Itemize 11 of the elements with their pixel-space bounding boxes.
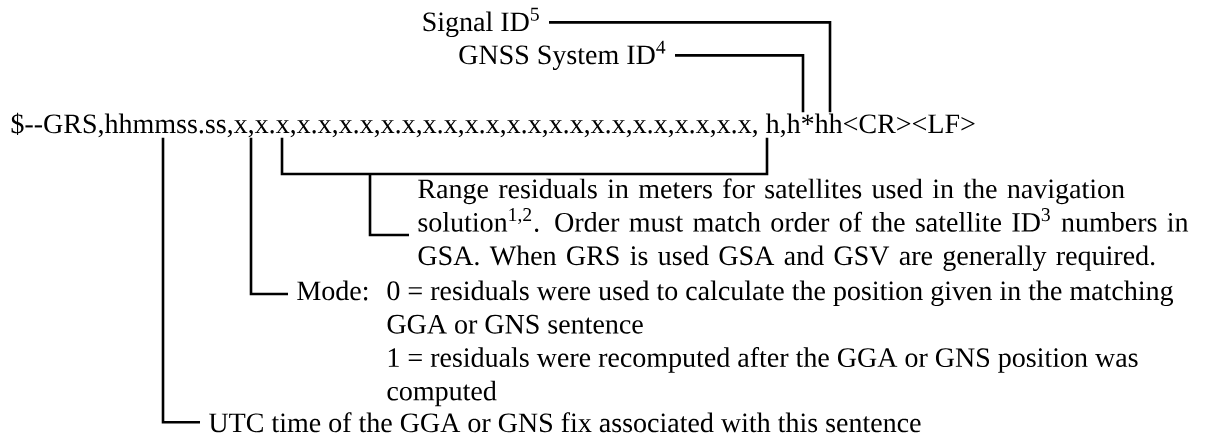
leader-line — [549, 21, 832, 113]
field-description: UTC time of the GGA or GNS fix associated with this sentence — [209, 412, 921, 433]
field-label: Signal ID$^{5}$ — [423, 7, 539, 38]
leader-line — [280, 136, 769, 237]
field-description: Mode: 0 = residuals were used to calculate the position given in the matching GGA or GNS sentence 1 = residuals were recomputed after the GGA or GNS position was computed — [297, 280, 1174, 407]
leader-line — [161, 137, 200, 424]
field-description: Range residuals in meters for satellites used in the navigation solution$^{1,2}$. Order must match order of the satellite ID$^{3}$ numbers in GSA. When GRS is used GSA and GSV are generally required. — [418, 178, 1189, 271]
sentence-format-text: $--GRS,hhmmss.ss,x,x.x,x.x,x.x,x.x,x.x,x.x,x.x,x.x,x.x,x.x,x.x,x.x, h,h*hh<CR><LF> — [11, 112, 975, 138]
field-label: GNSS System ID$^{4}$ — [459, 40, 666, 71]
leader-line — [249, 137, 288, 296]
leader-line — [675, 54, 805, 113]
